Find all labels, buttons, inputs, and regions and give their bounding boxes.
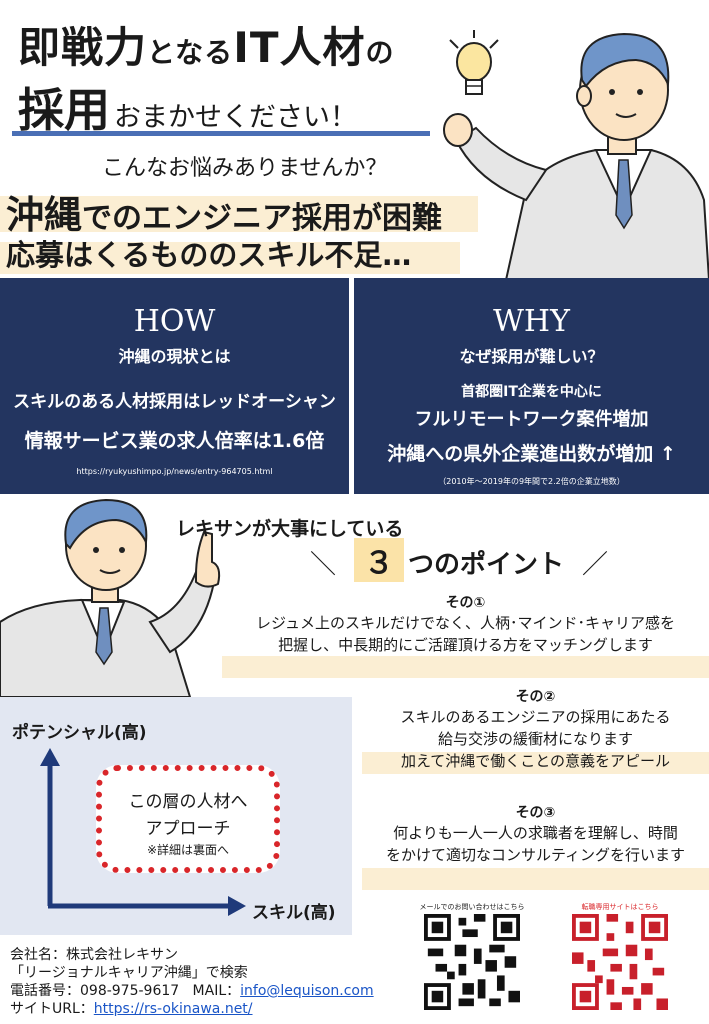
point-text: 給与交渉の緩衝材になります: [437, 730, 633, 748]
why-note: （2010年～2019年の9年間で2.2倍の企業立地数）: [438, 477, 625, 486]
company-name: 会社名：株式会社レキサン: [10, 947, 178, 963]
title-text: 即戦力: [18, 23, 148, 72]
mail-link[interactable]: info@lequison.com: [240, 983, 374, 999]
point-text: スキルのあるエンジニアの採用にあたる: [400, 708, 671, 726]
arrow-up-icon: [40, 748, 60, 766]
target-zone-text: アプローチ: [145, 819, 231, 839]
concern-text: でのエンジニア採用が困難: [82, 201, 443, 236]
how-title: HOW: [133, 304, 216, 339]
point-item-3: その③ 何よりも一人一人の求職者を理解し、時間 をかけて適切なコンサルティングを…: [362, 802, 709, 866]
search-hint: 「リージョナルキャリア沖縄」で検索: [10, 965, 248, 981]
point-text: をかけて適切なコンサルティングを行います: [385, 846, 686, 864]
point-text: レジュメ上のスキルだけでなく、人柄･マインド･キャリア感を: [256, 614, 675, 632]
how-line-2: 情報サービス業の求人倍率は1.6倍: [24, 430, 325, 452]
tel-label: 電話番号：: [10, 983, 80, 999]
point-item-2: その② スキルのあるエンジニアの採用にあたる 給与交渉の緩衝材になります 加えて…: [362, 686, 709, 772]
page-title-line1: 即戦力となるIT人材の: [18, 14, 394, 75]
lightbulb-icon: [449, 30, 499, 95]
point-text: 何よりも一人一人の求職者を理解し、時間: [393, 824, 678, 842]
qr-caption-mail: メールでのお問い合わせはこちら: [419, 903, 525, 911]
slash-decoration: ＼: [310, 550, 337, 580]
point-label: その③: [515, 805, 556, 821]
qr-code-site-icon[interactable]: [572, 914, 668, 1010]
url-line: サイトURL：https://rs-okinawa.net/: [10, 998, 253, 1018]
y-axis-label: ポテンシャル(高): [12, 723, 147, 743]
title-text: おまかせください！: [114, 102, 357, 133]
concern-text: 沖縄: [6, 193, 83, 237]
qr-caption-site: 転職専用サイトはこちら: [581, 903, 659, 911]
qr-code-mail-icon[interactable]: [424, 914, 520, 1010]
businessman-illustration: [443, 30, 709, 280]
title-text: となる: [147, 36, 234, 69]
concern-question: こんなお悩みありませんか？: [102, 156, 388, 181]
point-text: 加えて沖縄で働くことの意義をアピール: [400, 752, 671, 770]
point-label: その②: [515, 689, 556, 705]
title-text: 採用: [18, 83, 110, 137]
arrow-right-icon: [228, 896, 246, 916]
why-subtitle: なぜ採用が難しい？: [459, 347, 604, 366]
target-zone-box: この層の人材へ アプローチ ※詳細は裏面へ: [96, 765, 280, 873]
concern-headline-2: 応募はくるもののスキル不足…: [6, 238, 412, 272]
url-label: サイトURL：: [10, 1001, 94, 1017]
title-underline: [12, 131, 430, 136]
highlight-bar: [0, 242, 460, 274]
points-title-text: つのポイント: [408, 550, 565, 580]
title-text: の: [365, 36, 395, 69]
points-number: ３: [354, 538, 405, 582]
target-zone-note: ※詳細は裏面へ: [146, 843, 230, 857]
highlight-bar: [0, 196, 478, 232]
slash-decoration: ／: [582, 550, 609, 580]
how-panel: HOW 沖縄の現状とは スキルのある人材採用はレッドオーシャン 情報サービス業の…: [0, 278, 349, 494]
mail-label: MAIL：: [192, 983, 241, 999]
graph-axes: [40, 748, 246, 916]
highlight-bar: [362, 752, 709, 774]
concern-headline-1: 沖縄でのエンジニア採用が困難: [6, 184, 442, 239]
target-zone-text: この層の人材へ: [128, 792, 248, 812]
title-text: IT人材: [233, 23, 366, 72]
point-text: 把握し、中長期的にご活躍頂ける方をマッチングします: [278, 636, 653, 654]
how-subtitle: 沖縄の現状とは: [118, 347, 231, 366]
points-heading: レキサンが大事にしている: [176, 518, 404, 540]
point-item-1: その① レジュメ上のスキルだけでなく、人柄･マインド･キャリア感を 把握し、中長…: [222, 592, 709, 656]
contact-line: 電話番号：098-975-9617 MAIL：info@lequison.com: [10, 980, 374, 1000]
highlight-bar: [222, 656, 709, 678]
how-source: https://ryukyushimpo.jp/news/entry-96470…: [76, 467, 273, 476]
page-title-line2: 採用おまかせください！: [18, 74, 357, 140]
how-line-1: スキルのある人材採用はレッドオーシャン: [13, 392, 336, 412]
why-line-2: フルリモートワーク案件増加: [414, 409, 649, 430]
why-panel: WHY なぜ採用が難しい？ 首都圏IT企業を中心に フルリモートワーク案件増加 …: [354, 278, 709, 494]
x-axis-label: スキル(高): [252, 903, 336, 923]
site-link[interactable]: https://rs-okinawa.net/: [93, 1001, 253, 1017]
point-label: その①: [445, 595, 486, 611]
why-line-3: 沖縄への県外企業進出数が増加 ↑: [387, 443, 676, 465]
why-title: WHY: [493, 304, 570, 339]
tel-number: 098-975-9617: [80, 983, 180, 999]
pointing-man-illustration: [0, 498, 221, 697]
highlight-bar: [362, 868, 709, 890]
why-line-1: 首都圏IT企業を中心に: [461, 384, 602, 400]
